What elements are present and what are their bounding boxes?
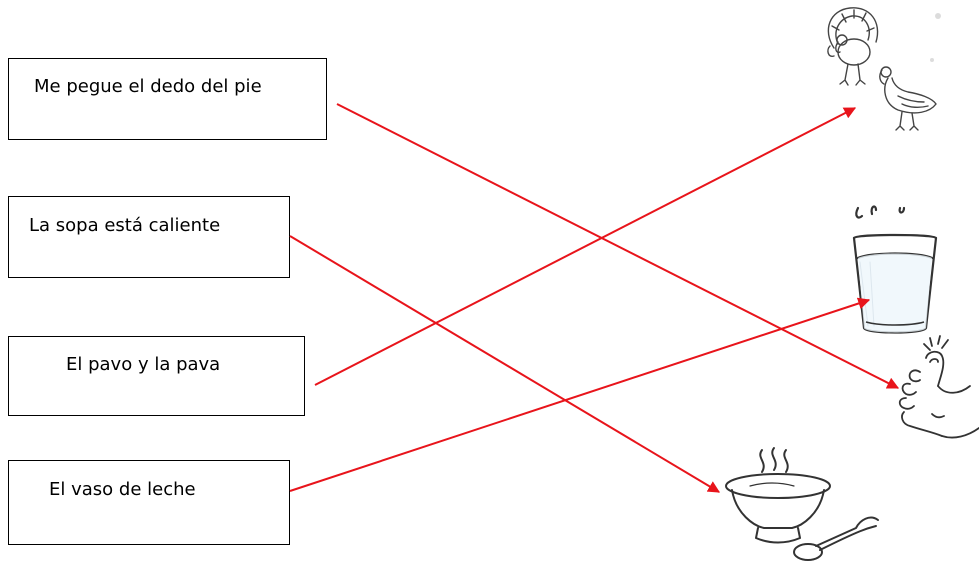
phrase-label-toe: Me pegue el dedo del pie	[34, 76, 262, 97]
arrow-soup	[289, 235, 721, 493]
phrase-box-toe[interactable]: Me pegue el dedo del pie	[8, 58, 327, 140]
foot-toe-icon[interactable]	[880, 332, 979, 444]
milk-glass-icon[interactable]	[840, 200, 950, 340]
phrase-label-milk: El vaso de leche	[49, 479, 196, 500]
phrase-label-soup: La sopa está caliente	[29, 215, 221, 236]
phrase-box-turkey[interactable]: El pavo y la pava	[8, 336, 305, 416]
arrow-milk	[289, 297, 871, 492]
phrase-label-turkey: El pavo y la pava	[66, 354, 221, 375]
arrow-turkey	[314, 107, 857, 386]
soup-bowl-icon[interactable]	[720, 446, 880, 568]
turkey-pair-icon[interactable]	[812, 0, 952, 135]
arrow-toe	[336, 103, 900, 389]
phrase-box-milk[interactable]: El vaso de leche	[8, 460, 290, 545]
phrase-box-soup[interactable]: La sopa está caliente	[8, 196, 290, 278]
